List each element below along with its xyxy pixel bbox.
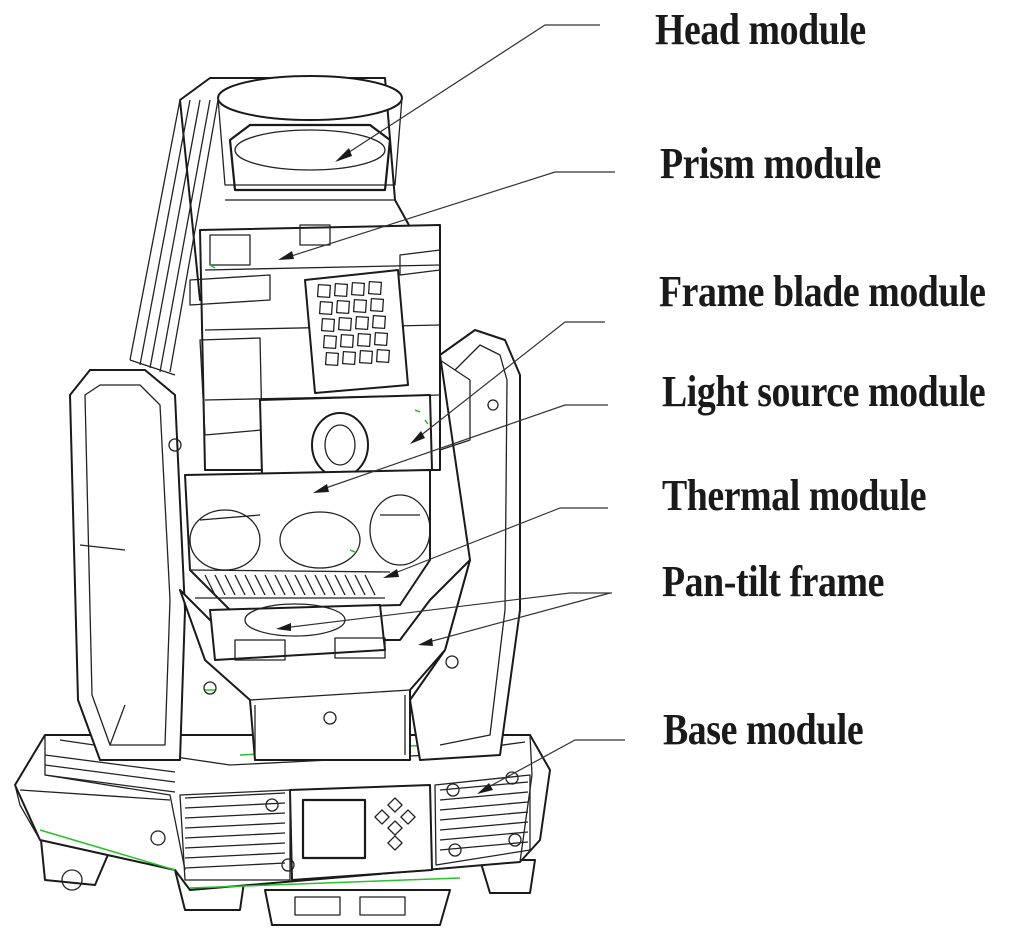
- label-thermal-module: Thermal module: [662, 471, 927, 520]
- label-base-module: Base module: [663, 705, 864, 754]
- label-prism-module: Prism module: [660, 139, 881, 188]
- leader-lines: [276, 24, 625, 794]
- label-light-source-module: Light source module: [662, 367, 986, 416]
- label-frame-blade-module: Frame blade module: [659, 267, 986, 316]
- pan-tilt-frame-drawing: [69, 329, 521, 761]
- base-module-drawing: [14, 734, 551, 926]
- internal-modules-drawing: [184, 224, 471, 661]
- label-pan-tilt-frame: Pan-tilt frame: [662, 557, 884, 606]
- label-head-module: Head module: [655, 5, 866, 54]
